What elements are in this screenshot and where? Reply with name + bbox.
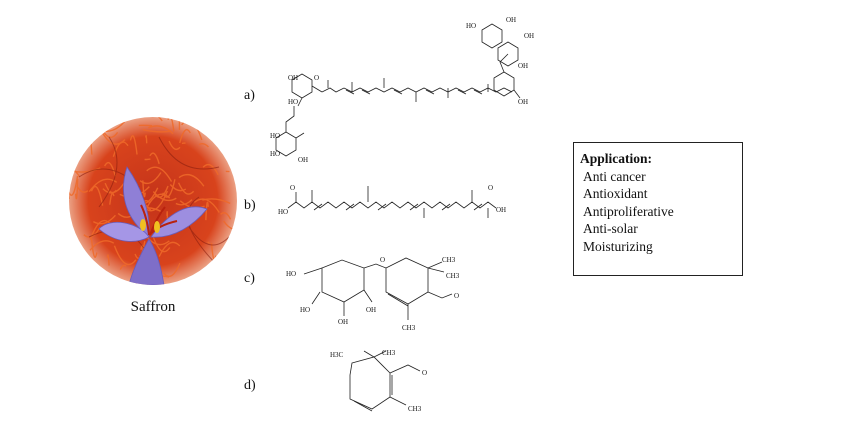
svg-text:HO: HO: [270, 150, 280, 158]
svg-text:O: O: [422, 369, 427, 377]
svg-text:O: O: [488, 184, 493, 192]
svg-text:OH: OH: [518, 62, 528, 70]
svg-text:HO: HO: [466, 22, 476, 30]
svg-text:HO: HO: [286, 270, 296, 278]
svg-text:CH3: CH3: [442, 256, 456, 264]
svg-text:OH: OH: [298, 156, 308, 163]
svg-text:HO: HO: [288, 98, 298, 106]
photo-caption: Saffron: [130, 299, 176, 315]
structure-label-d: d): [244, 378, 256, 393]
structure-label-c: c): [244, 271, 255, 286]
svg-text:OH: OH: [518, 98, 528, 106]
svg-text:O: O: [380, 256, 385, 264]
svg-text:H3C: H3C: [330, 351, 344, 359]
svg-text:OH: OH: [524, 32, 534, 40]
application-item: Antiproliferative: [583, 203, 674, 219]
svg-text:HO: HO: [270, 132, 280, 140]
svg-text:O: O: [454, 292, 459, 300]
application-item: Antioxidant: [583, 186, 648, 201]
structure-b-crocetin: HO OH O O: [278, 178, 523, 228]
svg-text:HO: HO: [300, 306, 310, 314]
svg-text:OH: OH: [496, 206, 506, 214]
svg-text:O: O: [290, 184, 295, 192]
svg-text:OH: OH: [338, 318, 348, 326]
svg-text:OH: OH: [506, 16, 516, 24]
structure-a-crocin: HO HO OH OH HO O OH OH HO OH OH: [262, 8, 552, 163]
application-box: Application: Anti cancer Antioxidant Ant…: [573, 142, 743, 276]
svg-text:CH3: CH3: [402, 324, 416, 332]
saffron-photo: [69, 117, 237, 285]
svg-text:O: O: [314, 74, 319, 82]
saffron-flower-illustration: [69, 117, 237, 285]
svg-text:CH3: CH3: [446, 272, 460, 280]
svg-text:OH: OH: [288, 74, 298, 82]
structure-label-a: a): [244, 88, 255, 103]
svg-text:CH3: CH3: [408, 405, 422, 413]
application-item: Anti-solar: [583, 221, 638, 236]
application-title: Application:: [580, 151, 653, 166]
structure-label-b: b): [244, 198, 256, 213]
svg-text:OH: OH: [366, 306, 376, 314]
application-item: Anti cancer: [583, 168, 646, 184]
svg-text:HO: HO: [278, 208, 288, 216]
svg-text:CH3: CH3: [382, 349, 396, 357]
application-item: Moisturizing: [583, 238, 653, 254]
